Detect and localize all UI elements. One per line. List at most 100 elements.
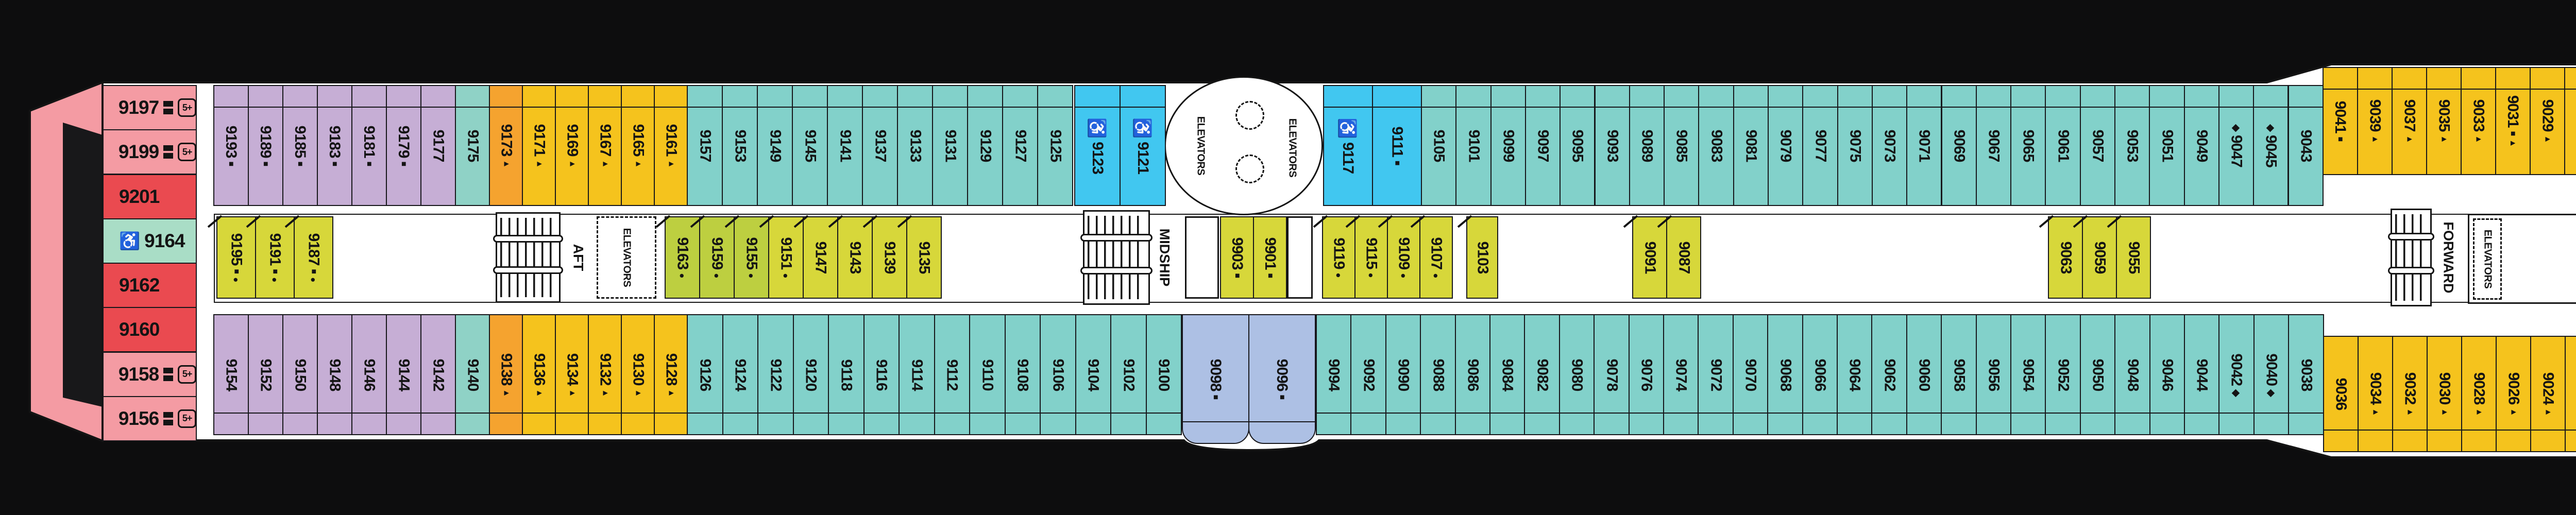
cabin-9150[interactable]: 9150 [282, 314, 318, 435]
cabin-9175[interactable]: 9175 [455, 85, 490, 206]
cabin-9151[interactable]: 9151● [759, 215, 804, 299]
cabin-9165[interactable]: 9165▲ [621, 85, 655, 206]
cabin-9106[interactable]: 9106 [1040, 314, 1076, 435]
cabin-9133[interactable]: 9133 [897, 85, 933, 206]
cabin-9048[interactable]: 9048 [2114, 314, 2150, 435]
cabin-9041[interactable]: 9041■ [2323, 67, 2358, 175]
cabin-9173[interactable]: 9173▲ [489, 85, 523, 206]
cabin-9074[interactable]: 9074 [1663, 314, 1699, 435]
cabin-9072[interactable]: 9072 [1698, 314, 1734, 435]
cabin-9104[interactable]: 9104 [1075, 314, 1111, 435]
cabin-9155[interactable]: 9155● [724, 215, 769, 299]
cabin-9129[interactable]: 9129 [967, 85, 1003, 206]
cabin-9047[interactable]: ◆9047 [2218, 85, 2255, 206]
cabin-9040[interactable]: 9040◆ [2253, 314, 2290, 435]
cabin-9064[interactable]: 9064 [1837, 314, 1873, 435]
cabin-9153[interactable]: 9153 [722, 85, 758, 206]
cabin-9051[interactable]: 9051 [2149, 85, 2185, 206]
cabin-9088[interactable]: 9088 [1420, 314, 1456, 435]
cabin-9077[interactable]: 9077 [1802, 85, 1838, 206]
cabin-9131[interactable]: 9131 [932, 85, 968, 206]
cabin-9123[interactable]: ♿9123 [1074, 85, 1121, 206]
cabin-9146[interactable]: 9146 [351, 314, 387, 435]
cabin-9075[interactable]: 9075 [1837, 85, 1873, 206]
cabin-9084[interactable]: 9084 [1489, 314, 1526, 435]
cabin-9094[interactable]: 9094 [1316, 314, 1352, 435]
cabin-9145[interactable]: 9145 [792, 85, 828, 206]
cabin-9060[interactable]: 9060 [1906, 314, 1942, 435]
cabin-9135[interactable]: 9135 [897, 215, 942, 299]
cabin-9125[interactable]: 9125 [1037, 85, 1073, 206]
cabin-9095[interactable]: 9095 [1560, 85, 1596, 206]
cabin-9062[interactable]: 9062 [1871, 314, 1907, 435]
cabin-9076[interactable]: 9076 [1628, 314, 1664, 435]
cabin-9046[interactable]: 9046 [2149, 314, 2185, 435]
cabin-9038[interactable]: 9038 [2288, 314, 2324, 435]
cabin-9169[interactable]: 9169▲ [555, 85, 589, 206]
cabin-9116[interactable]: 9116 [863, 314, 900, 435]
cabin-9903[interactable]: 9903■ [1220, 216, 1254, 299]
cabin-9122[interactable]: 9122 [757, 314, 794, 435]
cabin-9044[interactable]: 9044 [2184, 314, 2220, 435]
cabin-9102[interactable]: 9102 [1110, 314, 1147, 435]
cabin-9110[interactable]: 9110 [969, 314, 1006, 435]
cabin-9096[interactable]: 9096■ [1248, 314, 1316, 444]
cabin-9026[interactable]: 9026▲ [2496, 336, 2531, 452]
cabin-9080[interactable]: 9080 [1558, 314, 1595, 435]
cabin-9032[interactable]: 9032▲ [2392, 336, 2428, 452]
cabin-9065[interactable]: 9065 [2010, 85, 2046, 206]
cabin-9100[interactable]: 9100 [1145, 314, 1182, 435]
cabin-9078[interactable]: 9078 [1594, 314, 1630, 435]
cabin-9092[interactable]: 9092 [1350, 314, 1386, 435]
cabin-9120[interactable]: 9120 [792, 314, 829, 435]
cabin-9045[interactable]: ◆9045 [2253, 85, 2289, 206]
cabin-9140[interactable]: 9140 [455, 314, 490, 435]
cabin-9105[interactable]: 9105 [1421, 85, 1457, 206]
cabin-9030[interactable]: 9030▲ [2427, 336, 2462, 452]
cabin-9195[interactable]: 9195■● [207, 215, 256, 299]
cabin-9066[interactable]: 9066 [1802, 314, 1838, 435]
cabin-9127[interactable]: 9127 [1002, 85, 1038, 206]
cabin-9050[interactable]: 9050 [2079, 314, 2116, 435]
cabin-9033[interactable]: 9033▲ [2461, 67, 2496, 175]
cabin-9052[interactable]: 9052 [2045, 314, 2081, 435]
cabin-9089[interactable]: 9089 [1629, 85, 1665, 206]
cabin-9101[interactable]: 9101 [1455, 85, 1492, 206]
cabin-9091[interactable]: 9091 [1623, 215, 1667, 299]
cabin-9068[interactable]: 9068 [1767, 314, 1803, 435]
cabin-9103[interactable]: 9103 [1457, 215, 1498, 299]
cabin-9061[interactable]: 9061 [2045, 85, 2081, 206]
cabin-9136[interactable]: 9136▲ [522, 314, 556, 435]
cabin-9193[interactable]: 9193■ [213, 85, 249, 206]
cabin-9063[interactable]: 9063 [2039, 215, 2083, 299]
cabin-9143[interactable]: 9143 [828, 215, 873, 299]
cabin-9138[interactable]: 9138▲ [489, 314, 523, 435]
cabin-9130[interactable]: 9130▲ [621, 314, 655, 435]
cabin-9069[interactable]: 9069 [1941, 85, 1977, 206]
cabin-9128[interactable]: 9128▲ [654, 314, 688, 435]
cabin-9141[interactable]: 9141 [827, 85, 863, 206]
cabin-9070[interactable]: 9070 [1732, 314, 1769, 435]
cabin-9082[interactable]: 9082 [1524, 314, 1560, 435]
cabin-9039[interactable]: 9039▲ [2357, 67, 2393, 175]
cabin-9028[interactable]: 9028▲ [2461, 336, 2497, 452]
cabin-9042[interactable]: 9042◆ [2218, 314, 2255, 435]
cabin-9036[interactable]: 9036 [2323, 336, 2359, 452]
cabin-9081[interactable]: 9081 [1733, 85, 1769, 206]
cabin-9121[interactable]: ♿9121 [1120, 85, 1166, 206]
cabin-9024[interactable]: 9024▲ [2530, 336, 2566, 452]
cabin-9022[interactable]: 9022▲ [2565, 336, 2576, 452]
cabin-9093[interactable]: 9093 [1594, 85, 1630, 206]
cabin-9189[interactable]: 9189■ [248, 85, 283, 206]
cabin-9126[interactable]: 9126 [687, 314, 723, 435]
cabin-9901[interactable]: 9901■ [1253, 216, 1287, 299]
cabin-9177[interactable]: 9177 [420, 85, 456, 206]
cabin-9043[interactable]: 9043 [2287, 85, 2324, 206]
cabin-9112[interactable]: 9112 [934, 314, 970, 435]
cabin-9152[interactable]: 9152 [248, 314, 283, 435]
cabin-9164[interactable]: ♿9164 [103, 218, 197, 264]
cabin-9083[interactable]: 9083 [1698, 85, 1734, 206]
cabin-9058[interactable]: 9058 [1941, 314, 1977, 435]
